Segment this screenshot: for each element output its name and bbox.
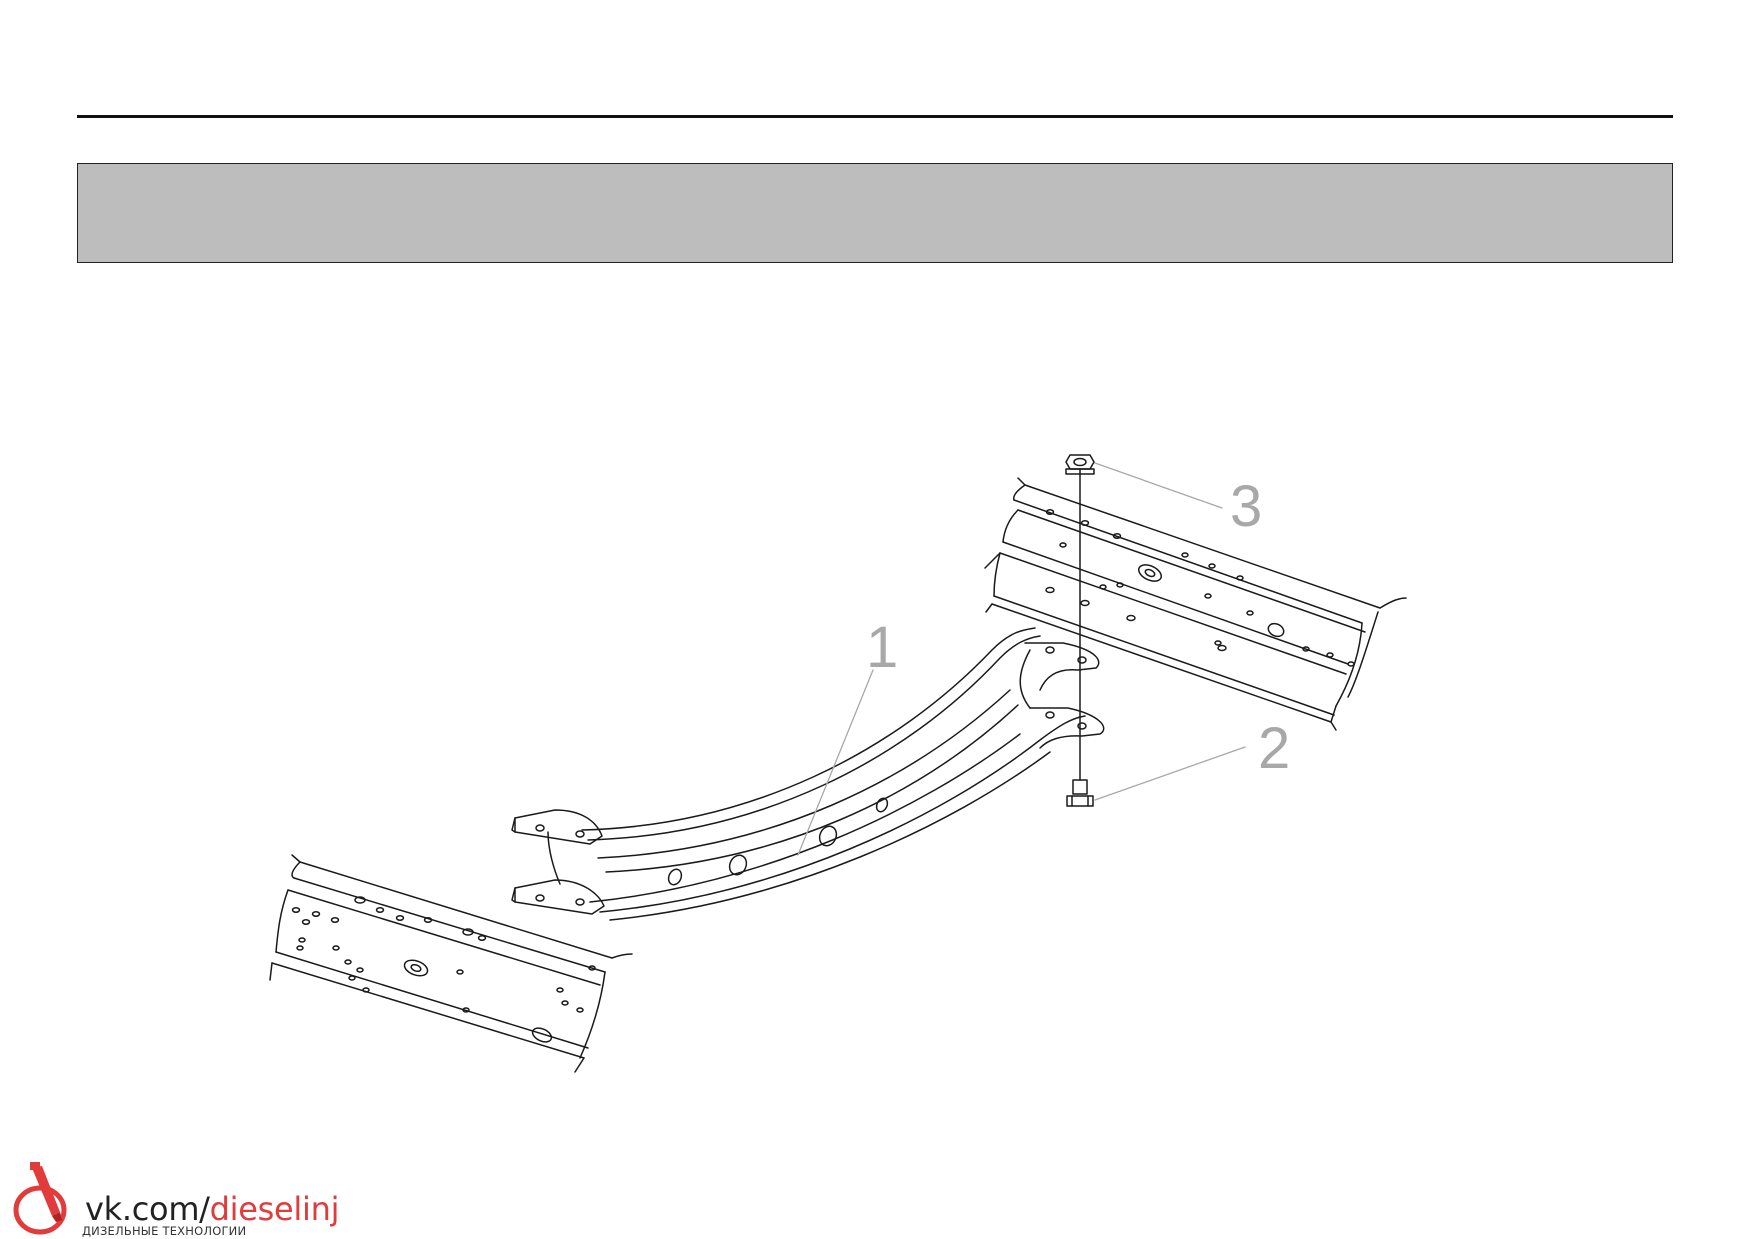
title-band xyxy=(77,163,1673,263)
watermark-domain: vk.com/dieselinj xyxy=(85,1190,340,1228)
frame-rail-left xyxy=(269,854,633,1073)
callout-3: 3 xyxy=(1230,474,1262,539)
callout-leader-1 xyxy=(797,669,874,856)
watermark-subtitle: ДИЗЕЛЬНЫЕ ТЕХНОЛОГИИ xyxy=(82,1224,247,1238)
crossmember xyxy=(511,627,1105,921)
callout-leader-3 xyxy=(1094,462,1223,509)
flange-nut xyxy=(1065,454,1095,475)
flange-bolt xyxy=(1066,469,1094,807)
callout-2: 2 xyxy=(1258,716,1290,781)
header-rule xyxy=(77,115,1673,118)
fuel-injector-icon xyxy=(13,1162,67,1235)
callout-leader-2 xyxy=(1094,746,1246,801)
callout-1: 1 xyxy=(866,615,898,680)
frame-rail-right xyxy=(984,477,1407,731)
